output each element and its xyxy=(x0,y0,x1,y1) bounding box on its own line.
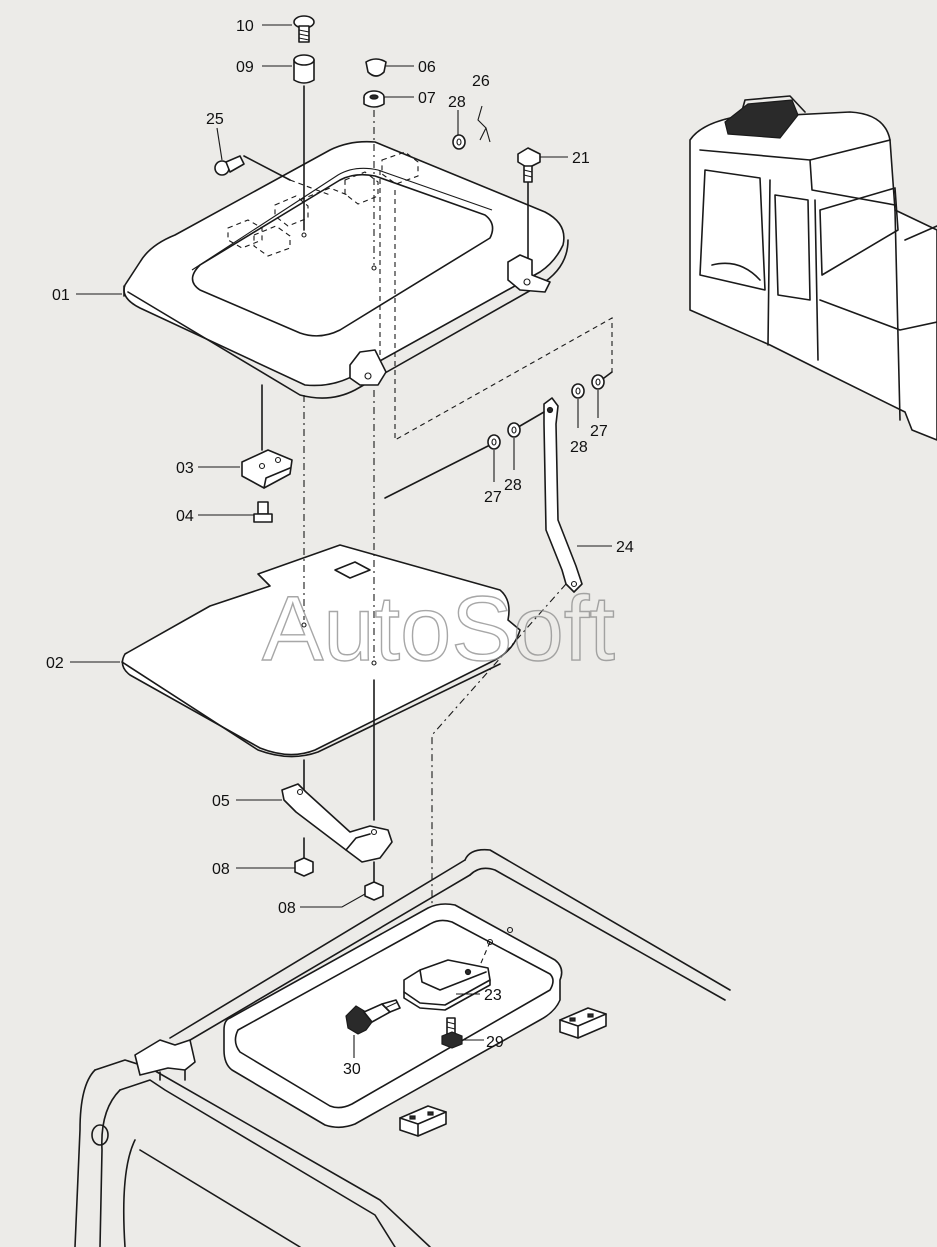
insulation-mat-02 xyxy=(121,544,521,758)
grommet-07 xyxy=(363,90,385,108)
callout-30: 30 xyxy=(343,1061,361,1078)
callout-05: 05 xyxy=(212,793,230,810)
bolt-04 xyxy=(253,501,273,523)
callout-03: 03 xyxy=(176,460,194,477)
bracket-03 xyxy=(241,449,293,489)
callout-09: 09 xyxy=(236,59,254,76)
callout-08-left: 08 xyxy=(212,861,230,878)
spacer-09 xyxy=(293,54,315,84)
clip-26 xyxy=(477,105,491,143)
callout-06: 06 xyxy=(418,59,436,76)
callout-08-right: 08 xyxy=(278,900,296,917)
hinge-front xyxy=(349,349,387,386)
callout-labels: 10 09 06 07 25 28 26 21 01 03 04 02 05 0… xyxy=(46,18,634,1078)
pin-25 xyxy=(214,155,245,176)
washer-28-mid xyxy=(507,422,521,438)
washer-28-top xyxy=(452,134,466,150)
rubber-block-right xyxy=(559,1007,607,1039)
rubber-block-left xyxy=(399,1105,447,1137)
bolt-29 xyxy=(441,1017,463,1049)
nut-08-right xyxy=(364,881,384,901)
bolt-21 xyxy=(517,147,541,183)
callout-25: 25 xyxy=(206,111,224,128)
roof-hatch-frame xyxy=(223,903,563,1129)
washer-28-right xyxy=(571,383,585,399)
callout-28-mid: 28 xyxy=(504,477,522,494)
callout-02: 02 xyxy=(46,655,64,672)
roof-cover-panel xyxy=(123,140,569,399)
bolt-10 xyxy=(293,15,315,43)
nut-08-left xyxy=(294,857,314,877)
hinge-rear xyxy=(507,254,551,293)
cap-06 xyxy=(365,58,387,77)
cab-roof-frame xyxy=(74,848,731,1247)
callout-01: 01 xyxy=(52,287,70,304)
callout-07: 07 xyxy=(418,90,436,107)
callout-29: 29 xyxy=(486,1034,504,1051)
washer-27-mid xyxy=(487,434,501,450)
callout-28-top: 28 xyxy=(448,94,466,111)
lock-bracket-23 xyxy=(403,959,491,1011)
callout-27-right: 27 xyxy=(590,423,608,440)
washer-27-right xyxy=(591,374,605,390)
grab-handle-05 xyxy=(281,783,393,863)
callout-26: 26 xyxy=(472,73,490,90)
callout-23: 23 xyxy=(484,987,502,1004)
callout-24: 24 xyxy=(616,539,634,556)
callout-10: 10 xyxy=(236,18,254,35)
callout-04: 04 xyxy=(176,508,194,525)
cab-overview-illustration xyxy=(689,95,937,441)
callout-28-right: 28 xyxy=(570,439,588,456)
knob-bolt-30 xyxy=(345,999,401,1035)
stay-rod-24 xyxy=(543,397,583,593)
callout-leaders xyxy=(70,24,612,1058)
watermark-text: AutoSoft xyxy=(262,578,615,680)
callout-27-mid: 27 xyxy=(484,489,502,506)
callout-21: 21 xyxy=(572,150,590,167)
